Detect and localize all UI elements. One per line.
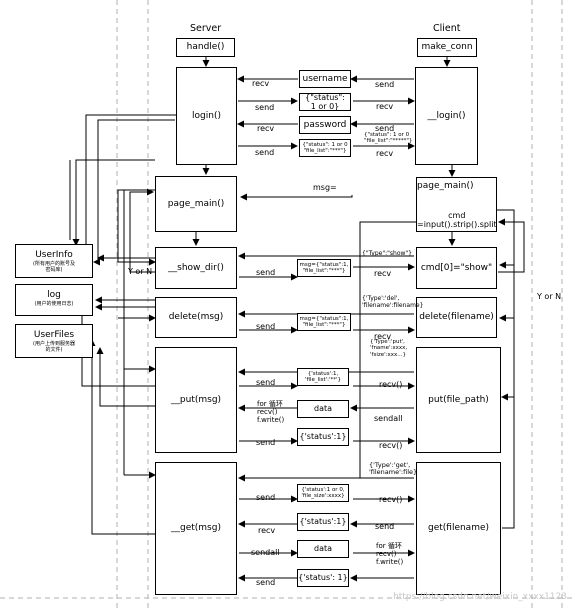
type-show-label: {"Type":"show"} <box>362 250 412 257</box>
client-cmd-label: cmd =input().strip().split <box>417 211 497 230</box>
label-send: send <box>255 148 275 157</box>
label-send: send <box>256 493 276 502</box>
put-status-list-message: {'status':1, 'file_list':'**'} <box>297 368 349 386</box>
get-status-2-message: {'status': 1} <box>297 569 349 587</box>
put-msg-node: __put(msg) <box>155 347 237 453</box>
label-send: send <box>375 522 395 531</box>
label-send: send <box>256 268 276 277</box>
log-title: log <box>47 290 61 300</box>
userfiles-subtitle: (用户上传到服务器 的文件) <box>33 341 75 353</box>
page-main-node: page_main() <box>155 176 237 232</box>
put-status-message: {'status':1} <box>297 428 349 446</box>
make-conn-node: make_conn <box>417 38 477 57</box>
get-data-message: data <box>297 540 349 558</box>
client-status-file-list-label: {"status": 1 or 0 "file_list":"*****"} <box>364 132 413 145</box>
for-loop-put-label: for 循环 recv() f.write() <box>257 400 285 425</box>
label-send: send <box>375 124 395 133</box>
label-send: send <box>375 80 395 89</box>
label-send: send <box>256 322 276 331</box>
log-subtitle: (用户的使用日志) <box>34 301 74 307</box>
label-recv: recv <box>374 332 392 341</box>
get-status-size-message: {'status':1 or 0, 'file_size':xxxx} <box>297 484 349 502</box>
userfiles-title: UserFiles <box>33 330 75 340</box>
msg-delete-message: msg={"status":1, "file_list":"***"} <box>297 313 351 331</box>
label-recv-call: recv() <box>379 495 403 504</box>
watermark: https://blog.csdn.net/weixin_xxxx1123 <box>393 592 567 602</box>
userinfo-subtitle: (所有用户的账号及 密码库) <box>33 261 75 273</box>
for-loop-get-label: for 循环 recv() f.write() <box>376 542 404 567</box>
show-dir-node: __show_dir() <box>155 247 237 289</box>
label-send: send <box>256 378 276 387</box>
label-recv: recv <box>376 149 394 158</box>
login-node: login() <box>176 67 237 165</box>
handle-node: handle() <box>176 38 235 57</box>
label-recv: recv <box>252 79 270 88</box>
userinfo-store: UserInfo (所有用户的账号及 密码库) <box>15 244 93 278</box>
client-login-node: __login() <box>415 67 478 165</box>
get-msg-node: __get(msg) <box>155 462 237 595</box>
delete-msg-node: delete(msg) <box>155 297 237 338</box>
client-header: Client <box>433 23 461 34</box>
msg-show-message: msg={"status":1, "file_list":"***"} <box>297 259 351 277</box>
label-send: send <box>256 438 276 447</box>
label-sendall: sendall <box>374 414 403 423</box>
label-y-or-n-right: Y or N <box>537 292 562 301</box>
put-file-path-node: put(file_path) <box>416 347 501 453</box>
label-sendall: sendall <box>251 548 280 557</box>
delete-filename-node: delete(filename) <box>416 297 497 338</box>
get-status-1-message: {'status':1} <box>297 513 349 531</box>
label-recv: recv <box>374 269 392 278</box>
type-get-label: {'Type':'get', 'filename':file} <box>369 461 418 477</box>
type-put-label: {'Type':'put', 'fname':xxxx, 'fsize':xxx… <box>370 339 408 358</box>
get-filename-node: get(filename) <box>416 462 501 595</box>
label-recv: recv <box>376 102 394 111</box>
label-send: send <box>256 578 276 587</box>
msg-eq-label: msg= <box>313 183 337 192</box>
status-login-message: {"status": 1 or 0} <box>299 93 351 111</box>
status-file-list-message: {"status": 1 or 0 "file_list":"***"} <box>299 139 351 157</box>
label-recv: recv <box>257 124 275 133</box>
userinfo-title: UserInfo <box>35 250 73 260</box>
username-message: username <box>299 70 351 88</box>
client-page-main-label: page_main() <box>417 181 474 191</box>
label-y-or-n: Y or N <box>128 267 153 276</box>
label-send: send <box>255 103 275 112</box>
password-message: password <box>299 116 351 134</box>
userfiles-store: UserFiles (用户上传到服务器 的文件) <box>15 324 93 358</box>
label-recv: recv <box>258 526 276 535</box>
label-recv-call: recv() <box>379 441 403 450</box>
cmd-show-node: cmd[0]="show" <box>416 247 497 289</box>
client-page-main-node: page_main() cmd =input().strip().split <box>416 177 497 232</box>
put-data-message: data <box>297 400 349 418</box>
type-del-label: {'Type':'del', 'filename':filename} <box>362 295 424 309</box>
log-store: log (用户的使用日志) <box>15 284 93 316</box>
server-header: Server <box>190 23 222 34</box>
label-recv-call: recv() <box>379 380 403 389</box>
